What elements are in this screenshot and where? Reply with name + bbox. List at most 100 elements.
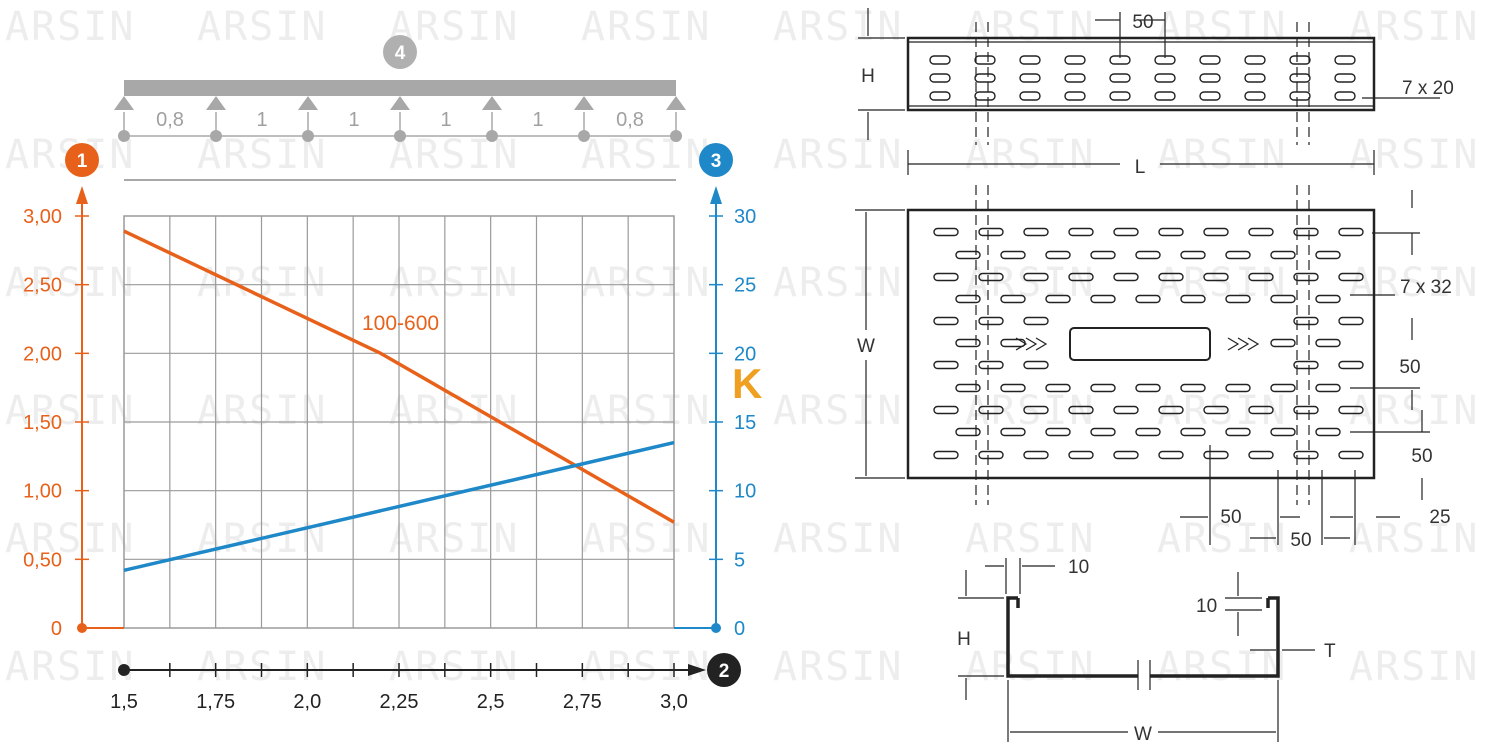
plan-slot <box>933 272 959 282</box>
section-width-label: W <box>1134 724 1152 745</box>
plan-slot <box>955 427 981 437</box>
side-slot <box>1109 91 1131 101</box>
plan-slot <box>1248 227 1274 237</box>
plan-slot <box>1135 250 1161 260</box>
plan-slot <box>1315 250 1341 260</box>
side-slot <box>1019 73 1041 83</box>
support-triangle <box>298 96 318 110</box>
left-tick-label: 2,00 <box>23 343 62 365</box>
plan-slot <box>1225 383 1251 393</box>
watermark-text: ARSIN <box>1157 260 1288 306</box>
side-slot <box>1019 91 1041 101</box>
watermark-text: ARSIN <box>197 4 328 50</box>
thickness-label: T <box>1324 641 1336 662</box>
right-tick-label: 10 <box>734 481 756 503</box>
plan-slot <box>1045 250 1071 260</box>
plan-slot <box>1023 405 1049 415</box>
plan-slot <box>1270 250 1296 260</box>
watermark-text: ARSIN <box>773 260 904 306</box>
span-label: 0,8 <box>616 109 644 131</box>
side-slot <box>974 73 996 83</box>
plan-view <box>855 185 1430 545</box>
watermark-text: ARSIN <box>581 132 712 178</box>
plan-slot <box>1225 427 1251 437</box>
arrow-marks <box>1227 337 1260 351</box>
watermark-text: ARSIN <box>1157 644 1288 690</box>
watermark-text: ARSIN <box>965 516 1096 562</box>
plan-slot <box>1045 294 1071 304</box>
right-tick-label: 25 <box>734 275 756 297</box>
plan-slot <box>1293 227 1319 237</box>
watermark-text: ARSIN <box>773 4 904 50</box>
watermark-text: ARSIN <box>1349 132 1480 178</box>
support-triangle <box>666 96 686 110</box>
watermark-text: ARSIN <box>5 4 136 50</box>
plan-slot <box>1090 250 1116 260</box>
plan-slot <box>1023 450 1049 460</box>
plan-slot <box>1023 360 1049 370</box>
plan-slot <box>1135 427 1161 437</box>
plan-slot <box>1270 338 1296 348</box>
watermark-text: ARSIN <box>581 260 712 306</box>
dim-width-label: W <box>857 336 875 357</box>
plan-slot <box>1068 227 1094 237</box>
plan-slot <box>1000 427 1026 437</box>
x-axis-arrow <box>688 664 706 676</box>
plan-slot <box>1113 450 1139 460</box>
watermark-text: ARSIN <box>965 388 1096 434</box>
plan-slot <box>1000 383 1026 393</box>
section-height-label: H <box>957 629 971 650</box>
chart-axes <box>76 186 722 676</box>
side-slot <box>1199 73 1221 83</box>
slot-size-label: 7 x 20 <box>1402 78 1454 99</box>
support-triangle <box>206 96 226 110</box>
x-tick-label: 1,5 <box>110 691 138 713</box>
logo-frame <box>1069 327 1211 361</box>
watermark-text: ARSIN <box>965 644 1096 690</box>
right-tick-label: 5 <box>734 549 745 571</box>
plan-slot <box>1000 294 1026 304</box>
plan-slot <box>1068 450 1094 460</box>
plan-slot <box>1293 405 1319 415</box>
x-tick-label: 2,0 <box>293 691 321 713</box>
lip-height-label: 10 <box>1196 596 1217 617</box>
dim-label: 25 <box>1429 507 1450 528</box>
plan-slot <box>1045 383 1071 393</box>
side-slot <box>974 91 996 101</box>
plan-slot <box>955 383 981 393</box>
watermark-text: ARSIN <box>1157 516 1288 562</box>
side-slot <box>1244 55 1266 65</box>
plan-slot <box>933 227 959 237</box>
plan-slot <box>1225 250 1251 260</box>
stray-letter: K <box>732 360 762 407</box>
plan-slot <box>1338 272 1364 282</box>
dim-label: 50 <box>1290 530 1311 551</box>
x-axis-origin <box>118 664 130 676</box>
right-axis-arrow <box>710 186 722 204</box>
watermark-text: ARSIN <box>773 644 904 690</box>
span-label: 0,8 <box>156 109 184 131</box>
span-label: 1 <box>532 109 543 131</box>
span-label: 1 <box>440 109 451 131</box>
plan-slot-label: 7 x 32 <box>1400 277 1452 298</box>
side-view-outline <box>906 36 1376 112</box>
plan-slot <box>1113 227 1139 237</box>
watermark-text: ARSIN <box>965 132 1096 178</box>
plan-slot <box>1180 383 1206 393</box>
support-triangle <box>574 96 594 110</box>
plan-slot <box>1023 227 1049 237</box>
left-axis-marker-badge <box>65 143 99 177</box>
right-tick-label: 20 <box>734 343 756 365</box>
plan-slot <box>1135 294 1161 304</box>
left-tick-label: 3,00 <box>23 206 62 228</box>
side-slot <box>1244 73 1266 83</box>
plan-slot <box>1113 405 1139 415</box>
section-profile <box>1150 596 1280 678</box>
plan-slot <box>1000 250 1026 260</box>
watermark-text: ARSIN <box>1349 644 1480 690</box>
side-slot <box>1244 91 1266 101</box>
x-tick-label: 2,25 <box>380 691 419 713</box>
plan-slot <box>978 360 1004 370</box>
